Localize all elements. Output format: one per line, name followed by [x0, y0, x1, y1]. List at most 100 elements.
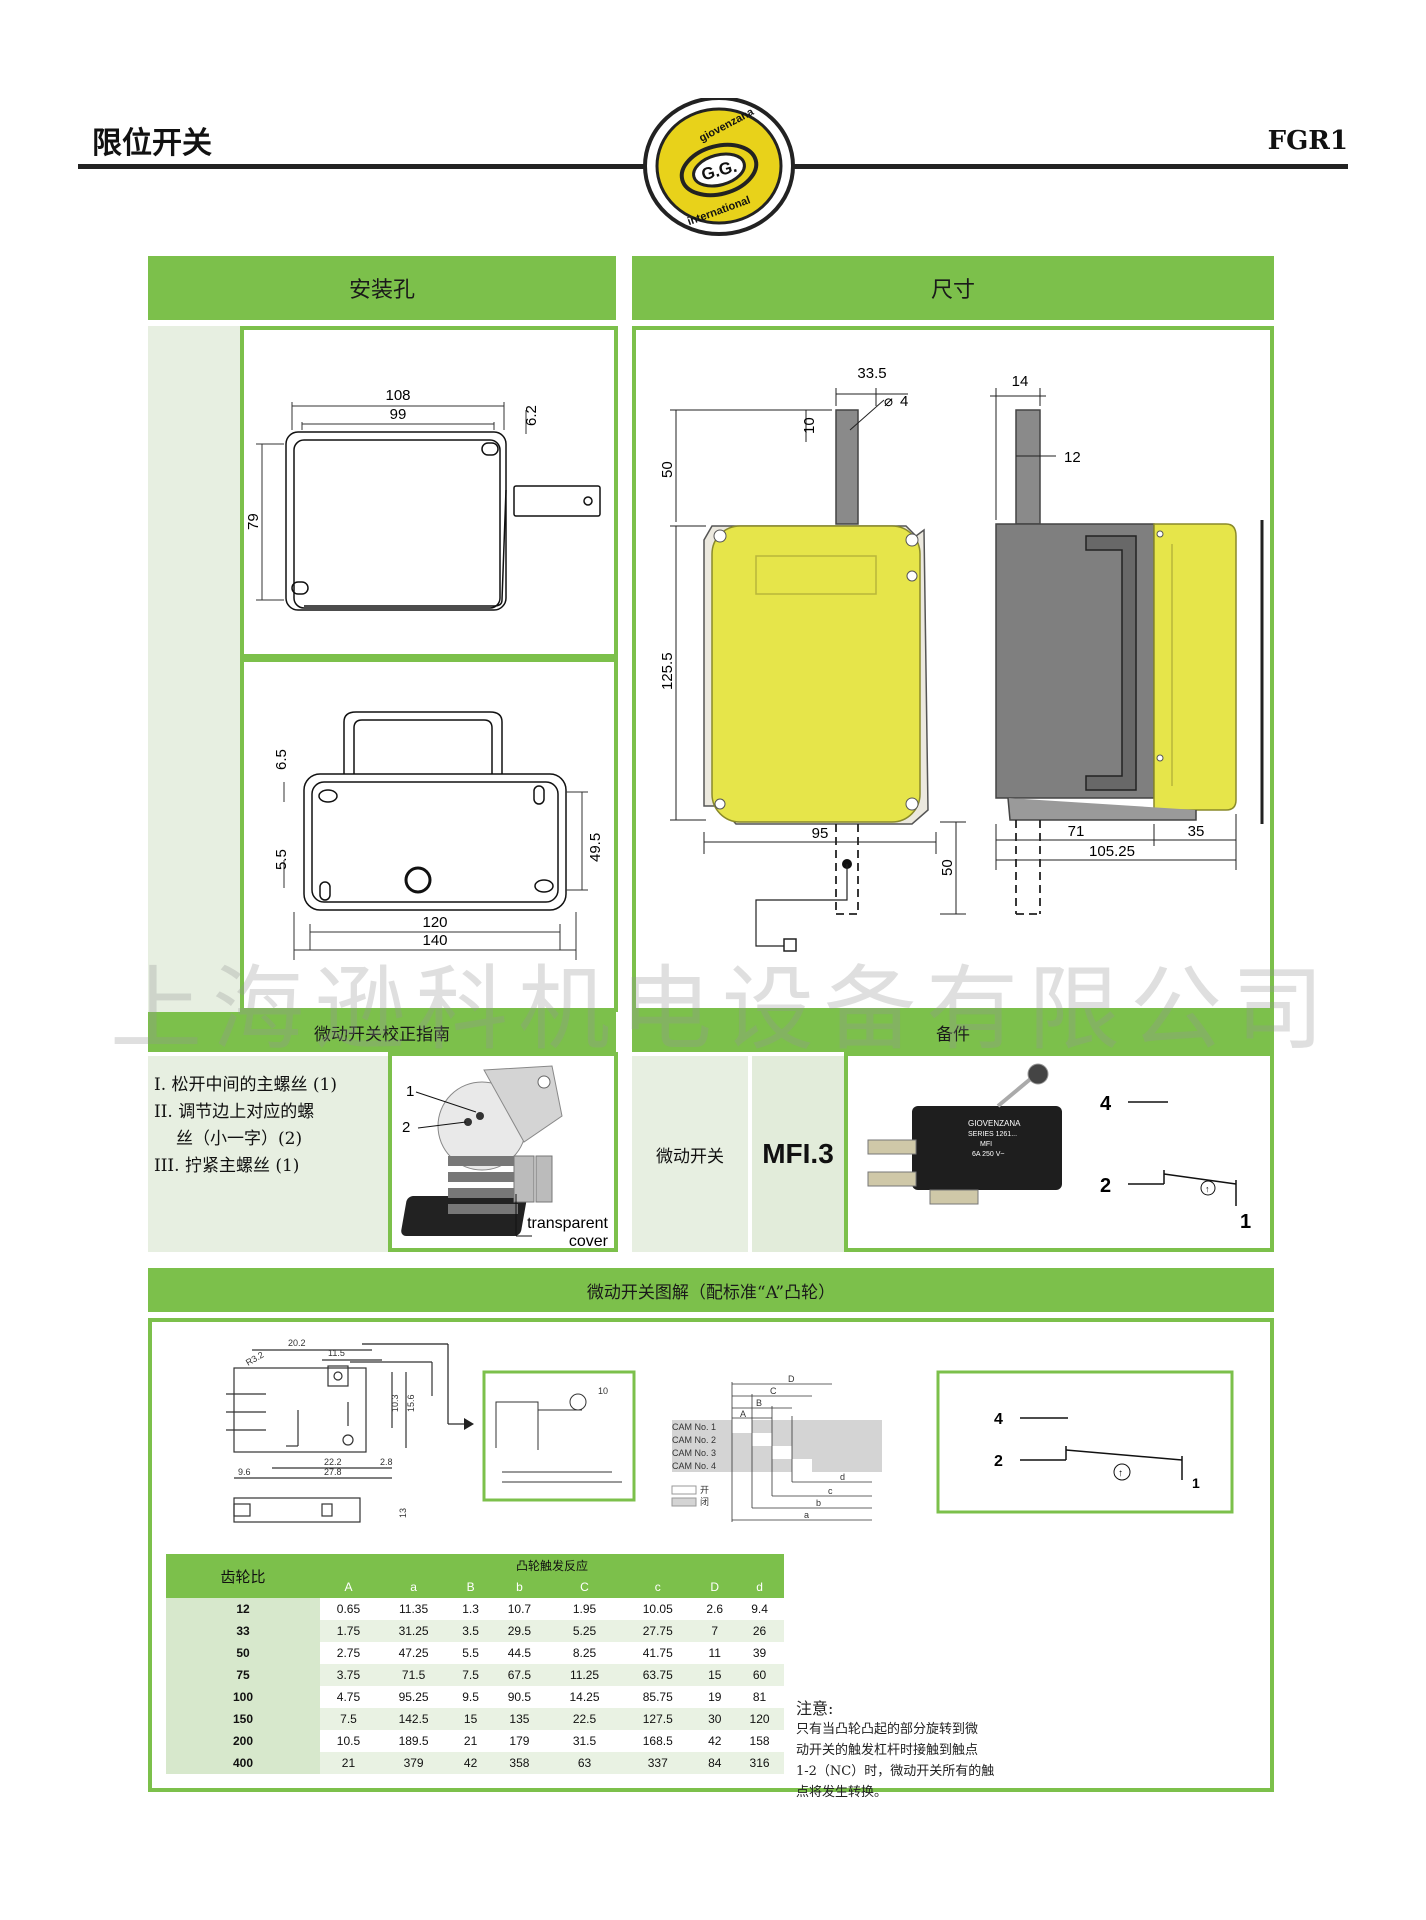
col-a: a [376, 1576, 451, 1598]
dim-108: 108 [385, 387, 410, 404]
dim-12: 12 [1064, 449, 1081, 466]
side-yellow-cover [1153, 523, 1237, 811]
note-line-2: 动开关的触发杠杆时接触到触点 [796, 1743, 979, 1758]
sw-dim-20-2: 20.2 [288, 1338, 306, 1348]
value-cell: 44.5 [490, 1642, 548, 1664]
value-cell: 67.5 [490, 1664, 548, 1686]
col-C: C [547, 1576, 622, 1598]
step-2-cont: 丝（小一字）(2) [176, 1129, 303, 1149]
value-cell: 29.5 [490, 1620, 548, 1642]
calib-label-2: 2 [402, 1119, 410, 1136]
contact-2: 2 [1100, 1175, 1111, 1197]
switch-diagrams: 20.2 11.5 10.3 15.6 22.2 27.8 2.8 9.6 R3… [226, 1338, 1234, 1523]
value-cell: 10.05 [621, 1598, 695, 1620]
dim-120: 120 [422, 914, 447, 931]
value-cell: 158 [735, 1730, 784, 1752]
value-cell: 42 [450, 1752, 491, 1774]
value-cell: 2.75 [320, 1642, 377, 1664]
value-cell: 31.5 [547, 1730, 622, 1752]
note-line-3: 1-2（NC）时，微动开关所有的触 [796, 1764, 995, 1779]
value-cell: 11 [694, 1642, 736, 1664]
col-A: A [320, 1576, 377, 1598]
value-cell: 11.25 [547, 1664, 622, 1686]
value-cell: 1.95 [547, 1598, 622, 1620]
value-cell: 120 [735, 1708, 784, 1730]
value-cell: 47.25 [376, 1642, 451, 1664]
value-cell: 42 [694, 1730, 736, 1752]
value-cell: 5.25 [547, 1620, 622, 1642]
section-dimensions-title: 尺寸 [930, 278, 975, 303]
section-diagram-bar: 微动开关图解（配标准“A”凸轮） [148, 1268, 1274, 1312]
section-spare-title: 备件 [936, 1024, 970, 1045]
step-1: I. 松开中间的主螺丝 (1) [154, 1075, 338, 1095]
legend-open: 开 [700, 1485, 709, 1495]
sw-dim-15-6: 15.6 [406, 1394, 416, 1412]
value-cell: 337 [621, 1752, 695, 1774]
dimensions-drawing: 33.5 4 ⌀ 10 50 125.5 95 50 14 [659, 365, 1264, 952]
lever-zoom-box [482, 1370, 636, 1502]
dim-79: 79 [245, 513, 262, 530]
calibration-image: 1 2 transparent cover [401, 1065, 609, 1250]
sw-dim-27-8: 27.8 [324, 1467, 342, 1477]
dim-50-bottom: 50 [939, 859, 956, 876]
note-line-1: 只有当凸轮凸起的部分旋转到微 [796, 1722, 979, 1737]
cam-top-D: D [788, 1374, 795, 1384]
value-cell: 26 [735, 1620, 784, 1642]
spare-model: MFI.3 [762, 1138, 834, 1169]
spare-image-panel: GIOVENZANA SERIES 1261... MFI 6A 250 V~ … [844, 1052, 1274, 1252]
dim-99: 99 [390, 406, 407, 423]
value-cell: 2.6 [694, 1598, 736, 1620]
value-cell: 60 [735, 1664, 784, 1686]
cam-2: CAM No. 2 [672, 1435, 716, 1445]
value-cell: 1.75 [320, 1620, 377, 1642]
value-cell: 27.75 [621, 1620, 695, 1642]
page-title: 限位开关 [92, 126, 212, 161]
calibration-steps-box: I. 松开中间的主螺丝 (1) II. 调节边上对应的螺 丝（小一字）(2) I… [148, 1056, 388, 1252]
section-mounting-bar: 安装孔 [148, 256, 616, 320]
value-cell: 8.25 [547, 1642, 622, 1664]
dim-140: 140 [422, 932, 447, 949]
col-d: d [735, 1576, 784, 1598]
calibration-image-panel: 1 2 transparent cover [388, 1052, 618, 1252]
value-cell: 15 [450, 1708, 491, 1730]
dim-6-2: 6.2 [523, 405, 540, 426]
value-cell: 9.5 [450, 1686, 491, 1708]
value-cell: 189.5 [376, 1730, 451, 1752]
value-cell: 63 [547, 1752, 622, 1774]
value-cell: 81 [735, 1686, 784, 1708]
switch-rating: 6A 250 V~ [972, 1151, 1005, 1158]
ratio-cell: 150 [166, 1708, 320, 1730]
dim-105-25: 105.25 [1089, 843, 1135, 860]
value-cell: 358 [490, 1752, 548, 1774]
front-housing [711, 525, 921, 823]
mounting-side-strip [148, 326, 240, 1012]
step-2: II. 调节边上对应的螺 [154, 1102, 315, 1122]
svg-text:↑: ↑ [1205, 1184, 1210, 1194]
value-cell: 15 [694, 1664, 736, 1686]
value-cell: 142.5 [376, 1708, 451, 1730]
section-calibration-title: 微动开关校正指南 [314, 1024, 450, 1045]
value-cell: 9.4 [735, 1598, 784, 1620]
section-mounting-title: 安装孔 [348, 278, 415, 303]
value-cell: 127.5 [621, 1708, 695, 1730]
section-dimensions-bar: 尺寸 [632, 256, 1274, 320]
value-cell: 168.5 [621, 1730, 695, 1752]
switch-model: MFI [980, 1141, 992, 1148]
value-cell: 95.25 [376, 1686, 451, 1708]
ratio-cell: 33 [166, 1620, 320, 1642]
sw-dim-11-5: 11.5 [328, 1348, 345, 1358]
product-code: FGR1 [1267, 126, 1348, 156]
value-cell: 316 [735, 1752, 784, 1774]
ratio-cell: 400 [166, 1752, 320, 1774]
diag-contact-2: 2 [994, 1453, 1003, 1470]
value-cell: 19 [694, 1686, 736, 1708]
value-cell: 379 [376, 1752, 451, 1774]
ratio-cell: 200 [166, 1730, 320, 1752]
value-cell: 0.65 [320, 1598, 377, 1620]
dim-5-5: 5.5 [273, 849, 290, 870]
dim-125-5: 125.5 [659, 652, 676, 690]
